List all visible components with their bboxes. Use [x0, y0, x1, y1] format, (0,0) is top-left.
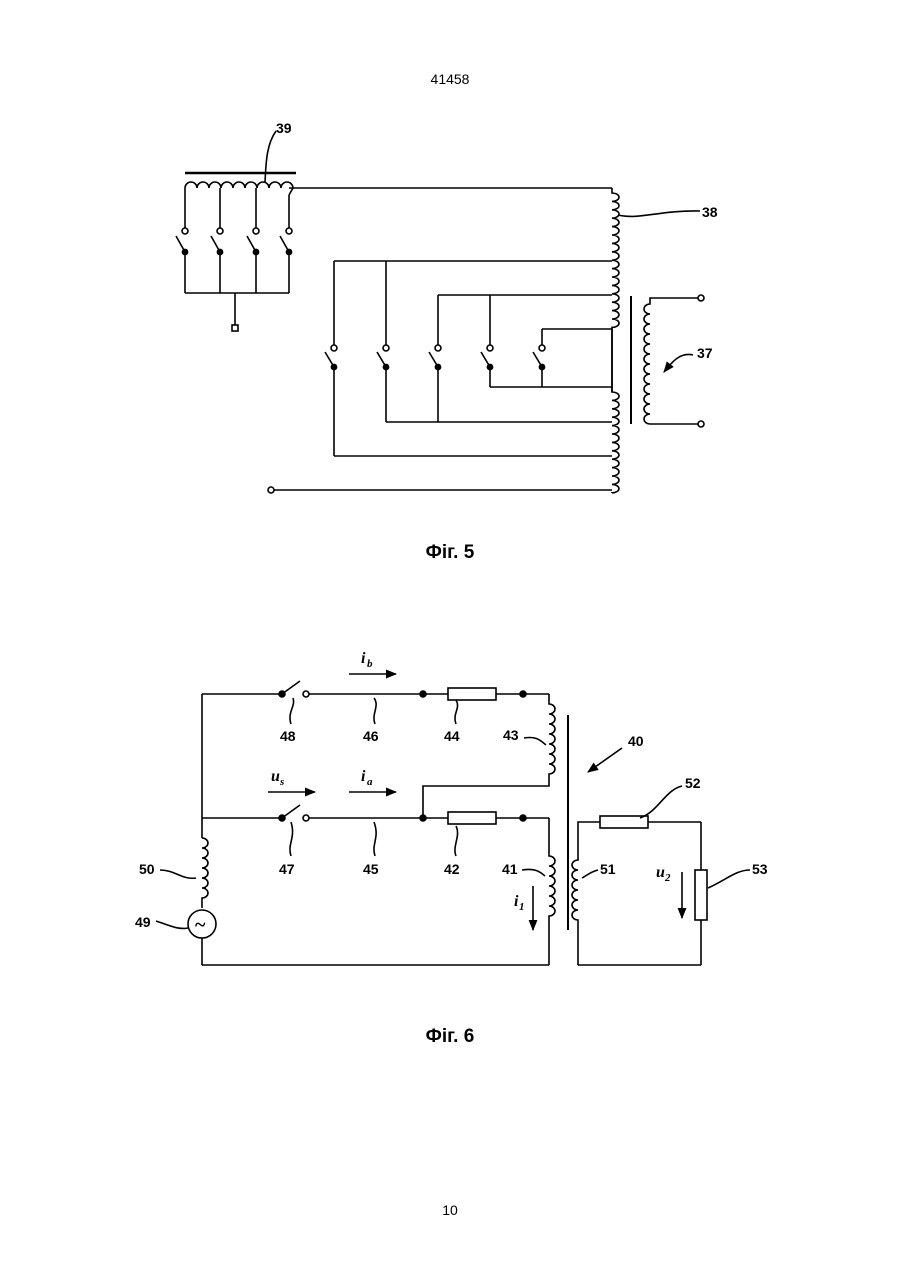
switch-group-39	[176, 228, 292, 255]
page-number: 10	[0, 1202, 900, 1218]
svg-text:s: s	[279, 776, 284, 788]
label-44: 44	[444, 728, 460, 744]
label-45: 45	[363, 861, 379, 877]
label-53: 53	[752, 861, 768, 877]
label-41: 41	[502, 861, 518, 877]
leader-37	[664, 354, 693, 372]
leader-44	[455, 700, 458, 724]
leader-51	[582, 870, 598, 878]
leader-46	[374, 698, 376, 724]
leader-49	[156, 921, 188, 928]
label-40: 40	[628, 733, 644, 749]
leader-45	[374, 822, 376, 856]
leader-52	[640, 786, 682, 818]
coil-51	[572, 822, 600, 965]
svg-text:i: i	[361, 650, 366, 667]
symbol-ia: i a	[361, 768, 373, 788]
tapped-winding-38	[612, 188, 619, 493]
tapped-coil-39	[185, 182, 293, 195]
figure-5-caption: Фіг. 5	[0, 542, 900, 564]
label-50: 50	[139, 861, 155, 877]
leader-48	[290, 698, 294, 724]
leader-41	[522, 869, 545, 876]
figure-6-caption: Фіг. 6	[0, 1026, 900, 1048]
figure-5	[176, 131, 704, 493]
symbol-u2: u 2	[656, 864, 671, 884]
svg-text:2: 2	[664, 872, 671, 884]
terminal	[268, 487, 274, 493]
terminal	[698, 421, 704, 427]
svg-text:a: a	[367, 776, 373, 788]
load-resistor-53	[695, 870, 707, 920]
resistor-44	[448, 688, 496, 700]
figure-6	[156, 674, 750, 965]
label-46: 46	[363, 728, 379, 744]
switch-group-38	[325, 345, 545, 370]
label-48: 48	[280, 728, 296, 744]
leader-50	[160, 870, 196, 878]
secondary-coil-37	[644, 298, 700, 424]
leader-38	[618, 211, 700, 216]
symbol-i1: i 1	[514, 893, 525, 913]
label-51: 51	[600, 861, 616, 877]
leader-47	[290, 822, 293, 856]
label-39: 39	[276, 120, 292, 136]
label-42: 42	[444, 861, 460, 877]
svg-text:b: b	[367, 658, 373, 670]
ac-source-symbol: ~	[195, 914, 206, 936]
label-47: 47	[279, 861, 295, 877]
label-52: 52	[685, 775, 701, 791]
terminal	[232, 325, 238, 331]
resistor-42	[448, 812, 496, 824]
label-37: 37	[697, 345, 713, 361]
leader-39	[265, 131, 276, 182]
terminal	[698, 295, 704, 301]
svg-text:1: 1	[519, 901, 525, 913]
leader-43	[524, 737, 546, 745]
label-43: 43	[503, 727, 519, 743]
coil-43	[423, 694, 555, 818]
leader-40	[588, 748, 622, 772]
symbol-us: u s	[271, 768, 284, 788]
svg-text:u: u	[656, 864, 665, 881]
leader-42	[455, 826, 458, 856]
label-38: 38	[702, 204, 718, 220]
leader-53	[708, 870, 750, 888]
label-49: 49	[135, 914, 151, 930]
coil-41	[549, 818, 555, 965]
svg-text:u: u	[271, 768, 280, 785]
symbol-ib: i b	[361, 650, 373, 670]
inductor-50	[202, 838, 208, 908]
svg-text:i: i	[361, 768, 366, 785]
